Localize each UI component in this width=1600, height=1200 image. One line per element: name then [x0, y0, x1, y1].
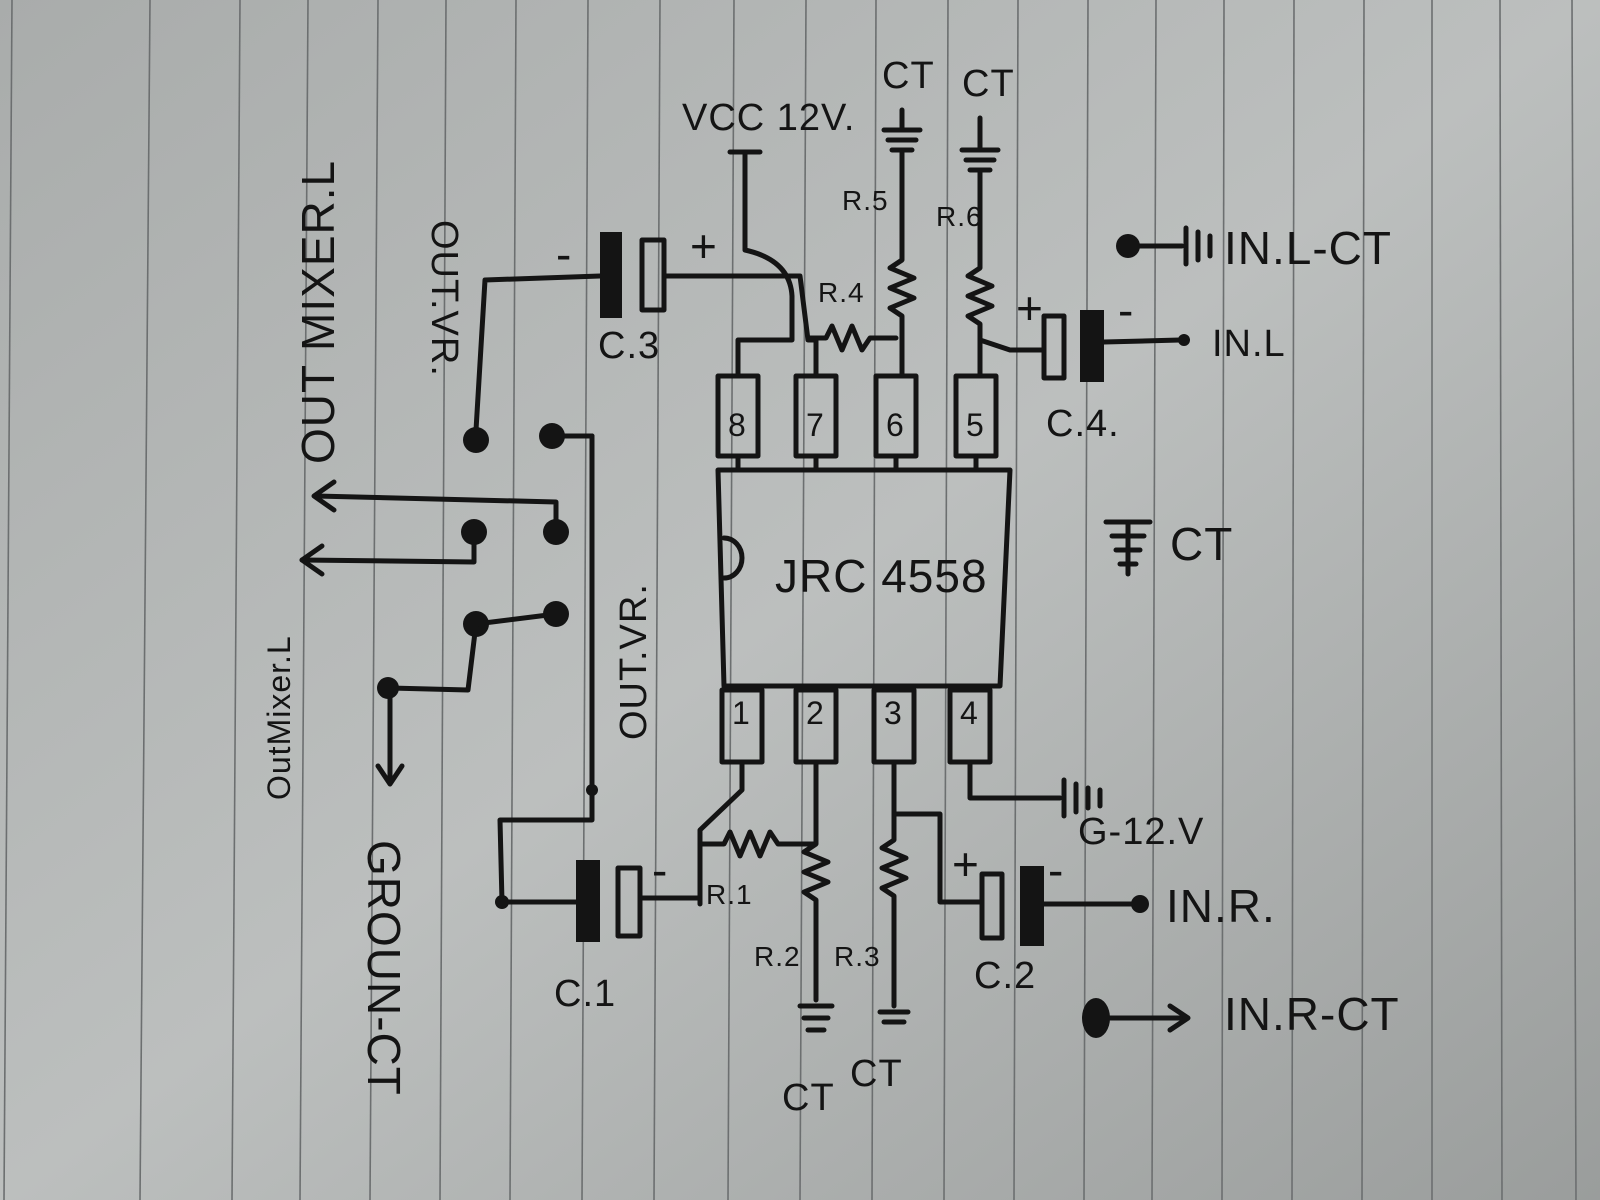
- r3-ct-label: CT: [850, 1053, 903, 1095]
- ground-symbol-ct: CT: [1103, 518, 1233, 577]
- pin-3-label: 3: [884, 695, 903, 731]
- c4-plus: +: [1016, 282, 1044, 334]
- c2-label: C.2: [974, 955, 1036, 997]
- c2-negative-plate: [1020, 866, 1044, 946]
- c4-negative-plate: [1080, 310, 1104, 382]
- r4-label: R.4: [818, 277, 865, 308]
- r5-label: R.5: [842, 185, 889, 216]
- pin-4-label: 4: [960, 695, 979, 731]
- input-right-label: IN.R.: [1166, 880, 1276, 932]
- input-left-ground: IN.L-CT: [1116, 222, 1392, 274]
- pin-6-label: 6: [886, 407, 905, 443]
- resistor-r1: R.1: [697, 759, 817, 910]
- out-vr-top-label: OUT.VR.: [423, 220, 465, 377]
- capacitor-c1: - C.1: [495, 433, 703, 1015]
- pin-8-label: 8: [728, 407, 747, 443]
- resistor-r2: R.2 CT: [754, 759, 835, 1119]
- capacitor-c4: + - C.4. IN.L: [977, 282, 1286, 445]
- c1-minus: -: [652, 844, 668, 896]
- out-vr-bottom-label: OUT.VR.: [613, 583, 655, 740]
- pin-2-label: 2: [806, 695, 825, 731]
- out-mixer-l-top-label: OUT MIXER.L: [292, 160, 344, 464]
- c3-minus: -: [556, 228, 572, 280]
- c2-plus: +: [952, 838, 980, 890]
- c1-label: C.1: [554, 973, 616, 1015]
- c4-minus: -: [1118, 284, 1134, 336]
- pin-1-label: 1: [732, 695, 751, 731]
- out-mixer-l-bottom-label: OutMixer.L: [261, 635, 297, 800]
- r6-ct-label: CT: [962, 63, 1015, 105]
- c3-label: C.3: [598, 325, 660, 367]
- resistor-r3: R.3 CT: [834, 759, 911, 1095]
- pin-5-label: 5: [966, 407, 985, 443]
- paper-ruled-lines: [3, 0, 1577, 1200]
- vcc-net: VCC 12V.: [682, 97, 855, 379]
- c3-plus: +: [690, 220, 718, 272]
- gnd-12v-label: G-12.V: [1078, 811, 1204, 853]
- capacitor-c3: - + C.3: [473, 220, 819, 433]
- vcc-label: VCC 12V.: [682, 97, 855, 139]
- r1-label: R.1: [706, 879, 753, 910]
- c2-minus: -: [1048, 844, 1064, 896]
- output-wiring: [299, 423, 595, 787]
- r3-label: R.3: [834, 941, 881, 972]
- resistor-r5: R.5 CT: [842, 55, 935, 379]
- resistor-r6: R.6 CT: [936, 63, 1015, 379]
- r5-ct-label: CT: [882, 55, 935, 97]
- ic-label: JRC 4558: [775, 550, 988, 602]
- r6-label: R.6: [936, 201, 983, 232]
- c4-label: C.4.: [1046, 403, 1120, 445]
- rotated-labels: OUT.VR. OUT.VR. OUT MIXER.L OutMixer.L G…: [261, 160, 655, 1096]
- ic-bottom-pins: 1 2 3 4: [719, 687, 993, 765]
- r2-label: R.2: [754, 941, 801, 972]
- r2-ct-label: CT: [782, 1077, 835, 1119]
- input-left-label: IN.L: [1212, 323, 1286, 365]
- negative-supply: G-12.V: [967, 759, 1204, 853]
- input-right-ground: IN.R-CT: [1082, 988, 1400, 1040]
- ground-ct-label: CT: [1170, 518, 1233, 570]
- ic-top-pins: 8 7 6 5: [715, 373, 999, 473]
- c3-negative-plate: [600, 232, 622, 318]
- input-left-ct-label: IN.L-CT: [1224, 222, 1392, 274]
- c1-negative-plate: [576, 860, 600, 942]
- ic-jrc4558: JRC 4558: [715, 467, 1013, 689]
- capacitor-c2: + - C.2 IN.R.: [891, 811, 1276, 997]
- input-right-ct-label: IN.R-CT: [1224, 988, 1400, 1040]
- resistor-r4: R.4: [805, 277, 899, 353]
- pin-7-label: 7: [806, 407, 825, 443]
- ground-ct-output-label: GROUN-CT: [358, 840, 410, 1096]
